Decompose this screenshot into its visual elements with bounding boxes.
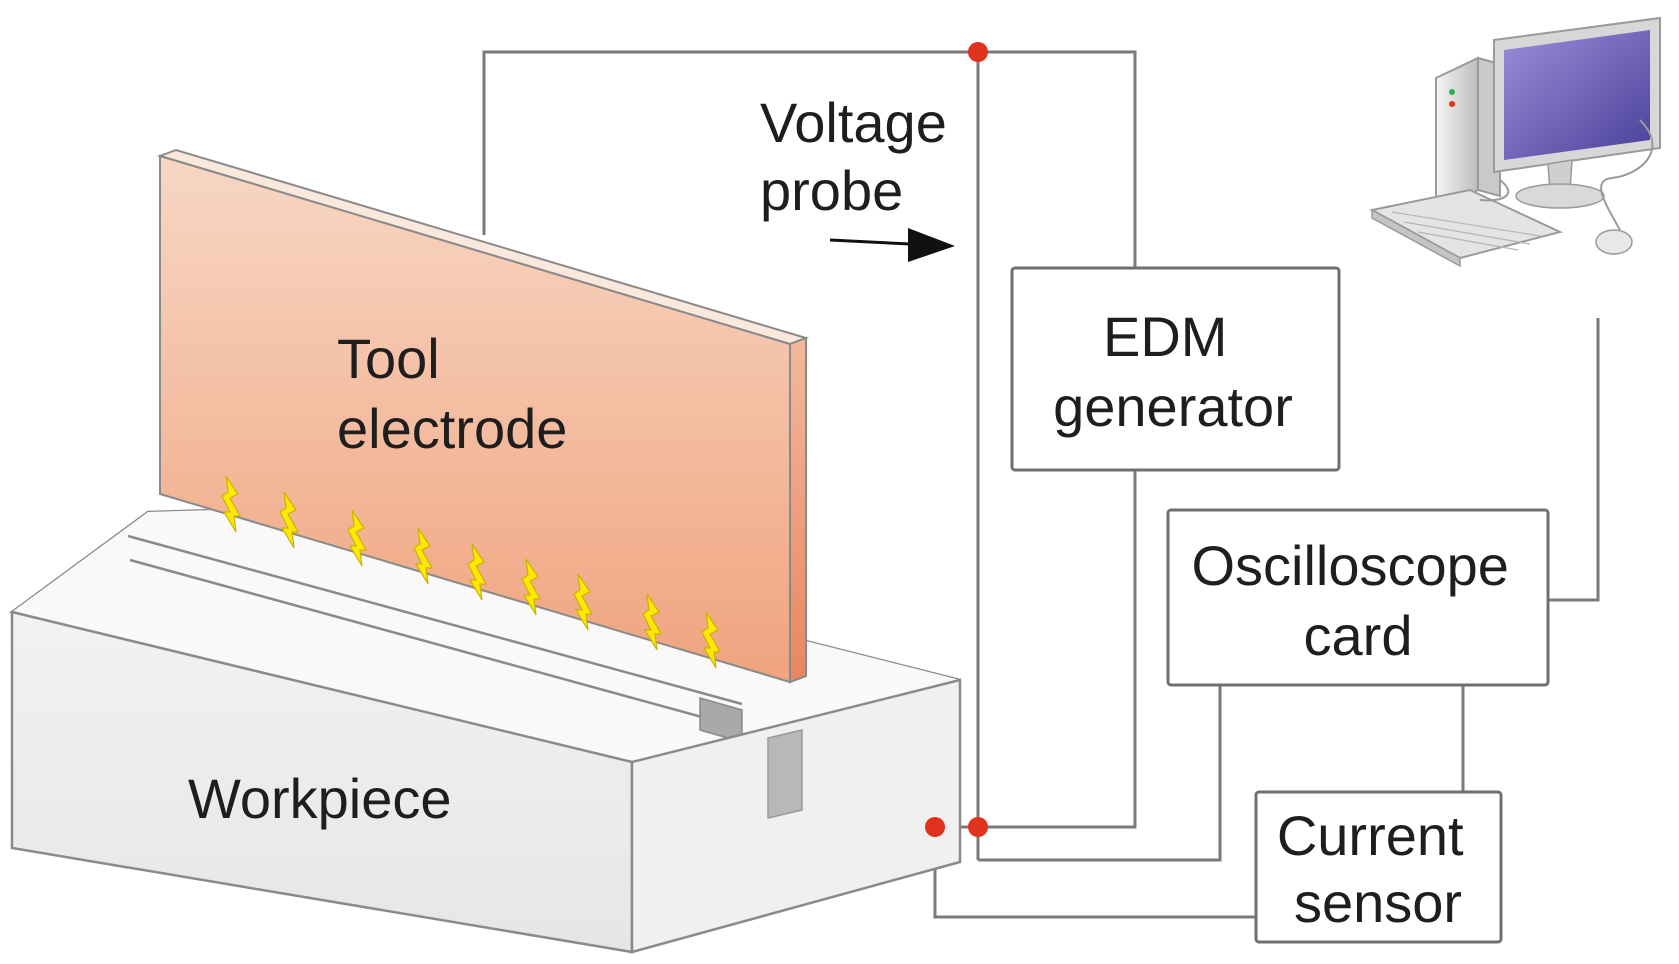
spark-bolt: [573, 573, 594, 631]
tool-electrode-label: Tool electrode: [337, 327, 567, 460]
current-sensor-box: [1254, 790, 1503, 944]
computer-monitor-screen: [1504, 30, 1650, 160]
spark-bolt: [467, 543, 488, 601]
junction-node-workpiece: [925, 817, 945, 837]
spark-bolt: [413, 527, 434, 585]
wire-generator-workpiece: [935, 470, 1137, 829]
voltage-probe-arrow: [829, 238, 911, 246]
spark-bolt: [521, 558, 542, 616]
workpiece: [9, 506, 962, 954]
electrode-front-face: [159, 154, 791, 684]
wire-electrode-top: [482, 50, 1137, 268]
edm-generator-box: [1010, 266, 1341, 472]
voltage-probe-arrowhead: [908, 228, 955, 262]
workpiece-slot-cut: [767, 729, 803, 819]
spark-bolt: [701, 611, 722, 669]
edm-generator-label: EDM generator: [1053, 305, 1293, 438]
oscilloscope-card-box: [1166, 508, 1550, 687]
wire-oscilloscope-computer: [1548, 318, 1600, 602]
computer-mouse: [1595, 229, 1633, 255]
wire-workpiece-sensor: [933, 827, 1256, 919]
workpiece-label: Workpiece: [188, 767, 452, 830]
spark-bolt: [347, 509, 368, 567]
spark-bolt: [279, 491, 300, 549]
spark-bolt: [642, 593, 663, 651]
current-sensor-label: Current sensor: [1277, 804, 1479, 934]
workpiece-right-face: [630, 678, 962, 954]
computer-tower: [1435, 56, 1479, 214]
tool-electrode: [156, 148, 810, 684]
spark-bolt: [221, 475, 242, 533]
oscilloscope-card-label: Oscilloscope card: [1191, 534, 1524, 667]
junction-node-voltage: [968, 817, 988, 837]
desktop-computer-icon: [1369, 16, 1661, 268]
workpiece-groove-1: [129, 558, 743, 730]
workpiece-groove-2: [127, 534, 743, 706]
wire-oscilloscope-voltage: [978, 685, 1222, 862]
voltage-probe-label: Voltage probe: [760, 91, 962, 222]
junction-node-top: [968, 42, 988, 62]
spark-group: [221, 475, 722, 669]
electrode-side-edge: [789, 336, 807, 684]
